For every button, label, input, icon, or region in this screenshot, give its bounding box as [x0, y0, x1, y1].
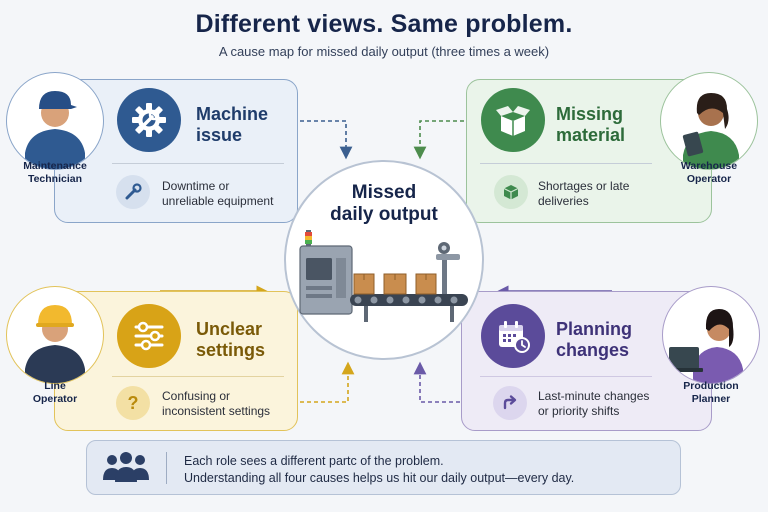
- cause-title-planning: Planning changes: [556, 319, 632, 360]
- avatar-warehouse-operator: [660, 72, 758, 170]
- cause-title-machine: Machine issue: [196, 104, 269, 145]
- arrow-machine-to-center: [300, 120, 353, 160]
- production-line-illustration: [299, 230, 468, 322]
- redirect-arrow-icon: [493, 386, 527, 420]
- cause-title-settings: Unclear settings: [196, 319, 266, 360]
- divider: [480, 163, 652, 164]
- footer-divider: [166, 452, 167, 484]
- open-box-icon: [481, 88, 545, 152]
- cause-description-material: Shortages or late deliveries: [538, 179, 630, 208]
- avatar-line-operator: [6, 286, 104, 384]
- cause-description-settings: Confusing or inconsistent settings: [162, 389, 271, 418]
- page-subtitle: A cause map for missed daily output (thr…: [218, 44, 550, 59]
- avatar-maintenance-technician: [6, 72, 104, 170]
- team-icon: [100, 450, 152, 486]
- wrench-icon: [116, 175, 150, 209]
- arrow-settings-to-center: [300, 361, 355, 403]
- divider: [112, 163, 284, 164]
- footer-line-2: Understanding all four causes helps us h…: [184, 471, 575, 485]
- cause-description-machine: Downtime or unreliable equipment: [162, 179, 274, 208]
- page-title: Different views. Same problem.: [195, 10, 573, 38]
- cube-icon: [494, 175, 528, 209]
- role-label-maintenance: Maintenance Technician: [23, 160, 87, 185]
- sliders-icon: [117, 304, 181, 368]
- role-label-production-planner: Production Planner: [683, 380, 739, 405]
- role-label-line-operator: Line Operator: [32, 380, 78, 405]
- arrow-planning-to-center: [413, 361, 460, 403]
- avatar-production-planner: [662, 286, 760, 384]
- divider: [480, 376, 652, 377]
- calendar-clock-icon: [481, 304, 545, 368]
- footer-line-1: Each role sees a different partc of the …: [184, 454, 444, 468]
- central-problem-title: Missed daily output: [330, 182, 438, 225]
- arrow-material-to-center: [413, 120, 464, 160]
- question-icon: ?: [116, 386, 150, 420]
- cause-title-material: Missing material: [556, 104, 626, 145]
- footer-note-box: [86, 440, 681, 495]
- role-label-warehouse: Warehouse Operator: [680, 160, 738, 185]
- cause-description-planning: Last-minute changes or priority shifts: [538, 389, 650, 418]
- divider: [112, 376, 284, 377]
- gear-wrench-icon: [117, 88, 181, 152]
